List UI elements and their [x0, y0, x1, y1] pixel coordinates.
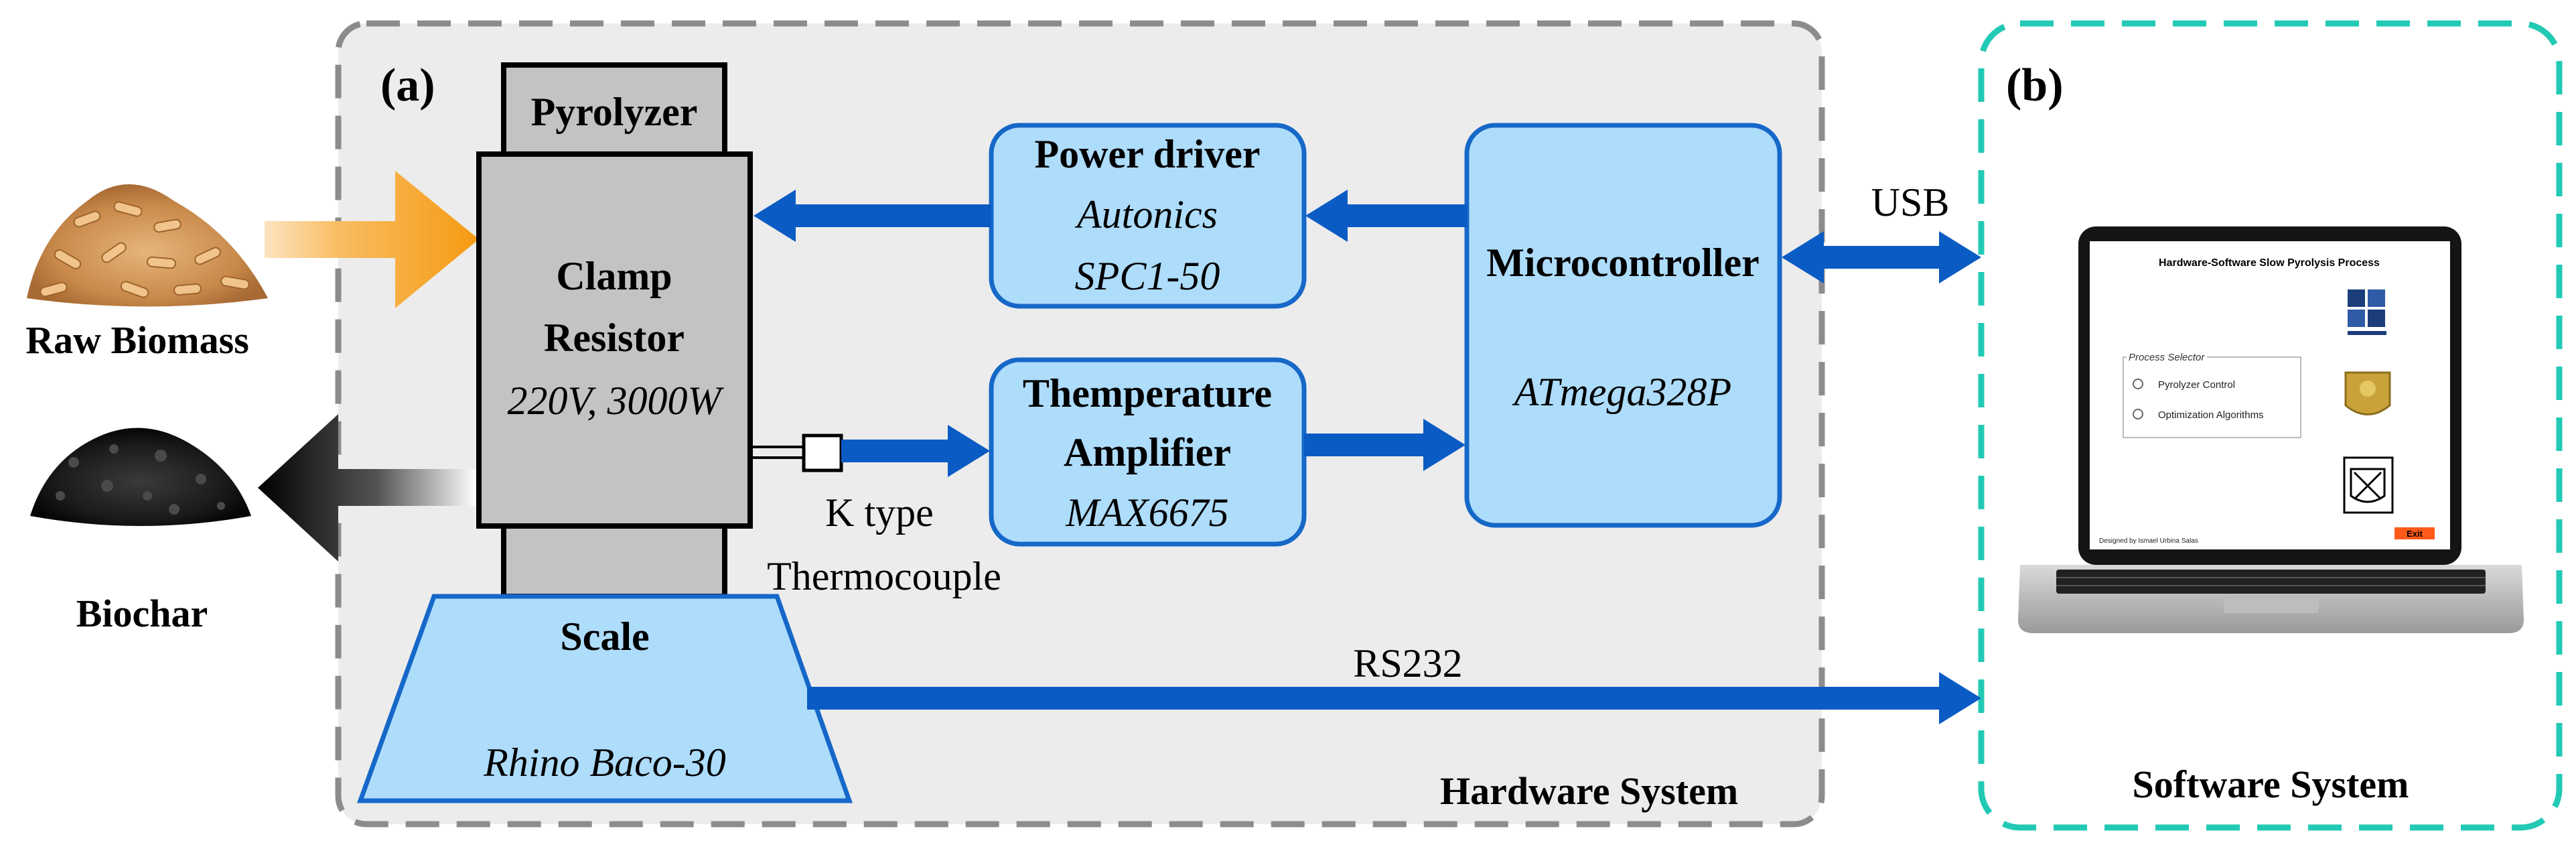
- biomass-input-arrow: [265, 171, 479, 308]
- pyrolyzer-title: Pyrolyzer: [531, 90, 698, 134]
- temp-amplifier-line2: Amplifier: [1064, 430, 1231, 474]
- option-optimization-label: Optimization Algorithms: [2158, 409, 2264, 421]
- clamp-resistor-spec: 220V, 3000W: [508, 379, 725, 423]
- microcontroller-title: Microcontroller: [1486, 241, 1760, 285]
- scale-model: Rhino Baco-30: [483, 740, 726, 785]
- arrow-usb-bidirectional: [1782, 231, 1981, 283]
- biochar-output-arrow: [258, 414, 477, 562]
- software-panel-caption: Software System: [2133, 763, 2409, 806]
- crest-logo-icon: [2344, 371, 2391, 415]
- raw-biomass-group: Raw Biomass: [25, 184, 268, 362]
- arrow-thermocouple-to-amplifier: [841, 425, 990, 477]
- thermocouple-probe: [802, 434, 843, 472]
- laptop: Hardware-Software Slow Pyrolysis Process…: [2018, 226, 2524, 633]
- signal-arrows: [754, 190, 1981, 724]
- power-driver-line2: SPC1-50: [1075, 254, 1220, 298]
- scale-body: [357, 594, 853, 803]
- exit-button[interactable]: [2394, 527, 2435, 539]
- app-credit: Designed by Ismael Urbina Salas: [2099, 537, 2198, 545]
- pyrolyzer-top-cap: [501, 62, 727, 157]
- biochar-pile-image: [30, 427, 251, 526]
- usb-label: USB: [1871, 180, 1950, 224]
- rs232-label: RS232: [1353, 641, 1462, 685]
- process-selector-label: Process Selector: [2129, 352, 2205, 363]
- temp-amplifier-line1: Themperature: [1023, 371, 1272, 415]
- temp-amplifier-model: MAX6675: [1065, 490, 1228, 535]
- scale-title: Scale: [560, 614, 649, 659]
- laptop-trackpad: [2224, 598, 2319, 613]
- pyrolyzer-bottom-leg: [501, 523, 727, 599]
- raw-biomass-label: Raw Biomass: [25, 318, 249, 362]
- process-selector-group: [2123, 356, 2301, 438]
- arrow-rs232-scale-to-software: [807, 672, 1981, 724]
- radio-optimization-algorithms[interactable]: [2133, 409, 2143, 419]
- pyrolyzer-unit: Pyrolyzer Clamp Resistor 220V, 3000W: [476, 62, 753, 599]
- temp-amplifier-block: Themperature Amplifier MAX6675: [989, 357, 1307, 547]
- option-pyrolyzer-control[interactable]: Pyrolyzer Control: [2133, 379, 2235, 391]
- laptop-keyboard: [2056, 570, 2486, 594]
- microcontroller-box: [1464, 123, 1782, 528]
- clamp-resistor-line2: Resistor: [544, 316, 685, 360]
- power-driver-title: Power driver: [1034, 132, 1260, 176]
- microcontroller-block: Microcontroller ATmega328P: [1464, 123, 1782, 528]
- arrow-mcu-to-driver: [1305, 190, 1467, 242]
- scale-block: Scale Rhino Baco-30: [357, 594, 853, 803]
- thermocouple-label-line2: Thermocouple: [767, 554, 1001, 598]
- biochar-label: Biochar: [76, 592, 208, 635]
- biochar-group: Biochar: [30, 427, 251, 635]
- university-logo-icon: [2342, 287, 2394, 343]
- arrow-amplifier-to-mcu: [1304, 419, 1465, 471]
- thermocouple-label-line1: K type: [825, 490, 934, 535]
- option-pyrolyzer-control-label: Pyrolyzer Control: [2158, 379, 2235, 391]
- exit-button-label: Exit: [2407, 529, 2423, 539]
- panel-a-tag: (a): [380, 60, 435, 111]
- microcontroller-model: ATmega328P: [1512, 370, 1731, 414]
- clamp-resistor-line1: Clamp: [556, 254, 672, 298]
- seal-logo-icon: [2343, 456, 2394, 514]
- option-optimization-algorithms[interactable]: Optimization Algorithms: [2133, 409, 2264, 421]
- arrow-driver-to-resistor: [754, 190, 991, 242]
- power-driver-block: Power driver Autonics SPC1-50: [989, 123, 1307, 309]
- power-driver-line1: Autonics: [1074, 192, 1218, 237]
- hardware-panel-caption: Hardware System: [1440, 769, 1738, 813]
- panel-b-tag: (b): [2006, 60, 2064, 111]
- radio-pyrolyzer-control[interactable]: [2133, 379, 2143, 389]
- biomass-pellets-image: [27, 184, 268, 307]
- app-window-title: Hardware-Software Slow Pyrolysis Process: [2159, 257, 2380, 269]
- thermocouple: K type Thermocouple: [750, 434, 1001, 598]
